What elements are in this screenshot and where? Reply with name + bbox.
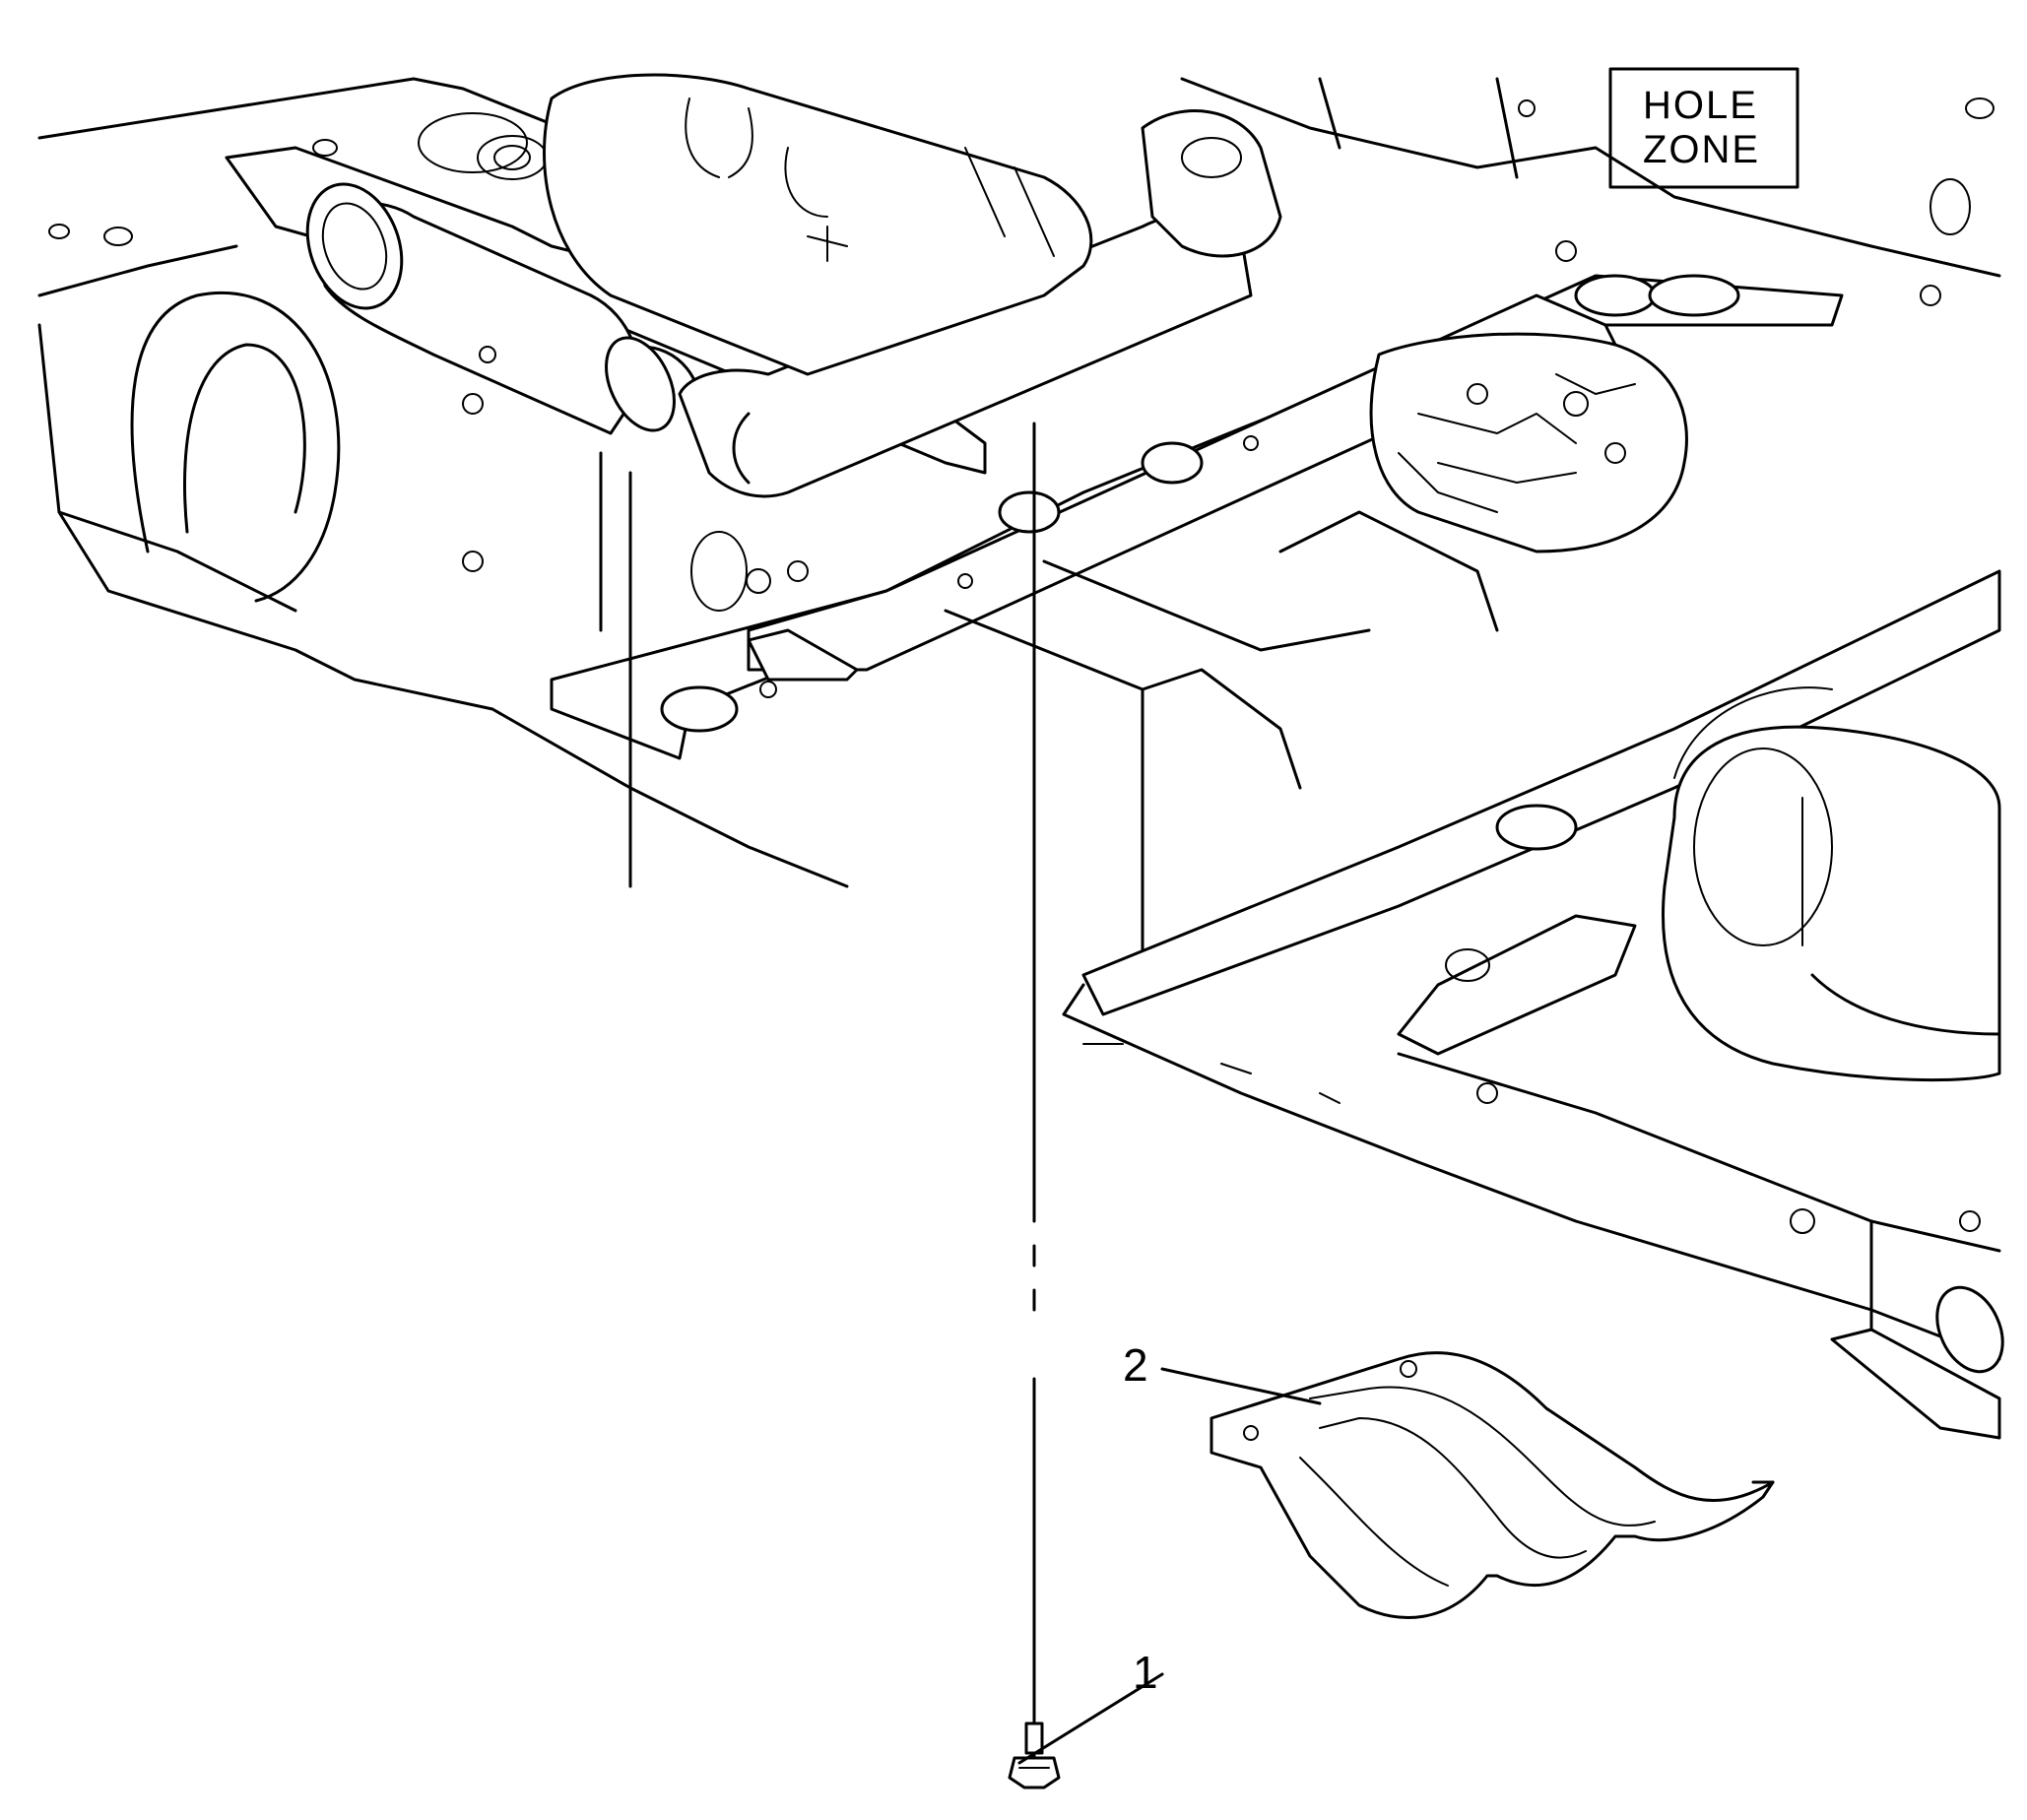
decal-text-zone: ZONE [1643, 128, 1760, 171]
exhaust-pipe [678, 109, 1282, 498]
top-structure [1180, 77, 2001, 317]
transmission-pan [543, 73, 1093, 376]
callout-number-2: 2 [1123, 1339, 1148, 1391]
callout-number-1: 1 [1133, 1647, 1158, 1698]
center-underbody [462, 393, 1499, 987]
hole-zone-decal: HOLE ZONE [1608, 67, 1994, 235]
transfer-case [1369, 332, 1688, 553]
callout-leader-2 [1160, 1367, 1322, 1405]
muffler [1662, 686, 2001, 1082]
underbody-shield [1210, 1351, 1775, 1619]
right-frame-rail [1062, 569, 2004, 1440]
bolt [1008, 1722, 1061, 1789]
callout-leader-1 [1017, 1672, 1164, 1765]
decal-text-hole: HOLE [1643, 84, 1758, 127]
